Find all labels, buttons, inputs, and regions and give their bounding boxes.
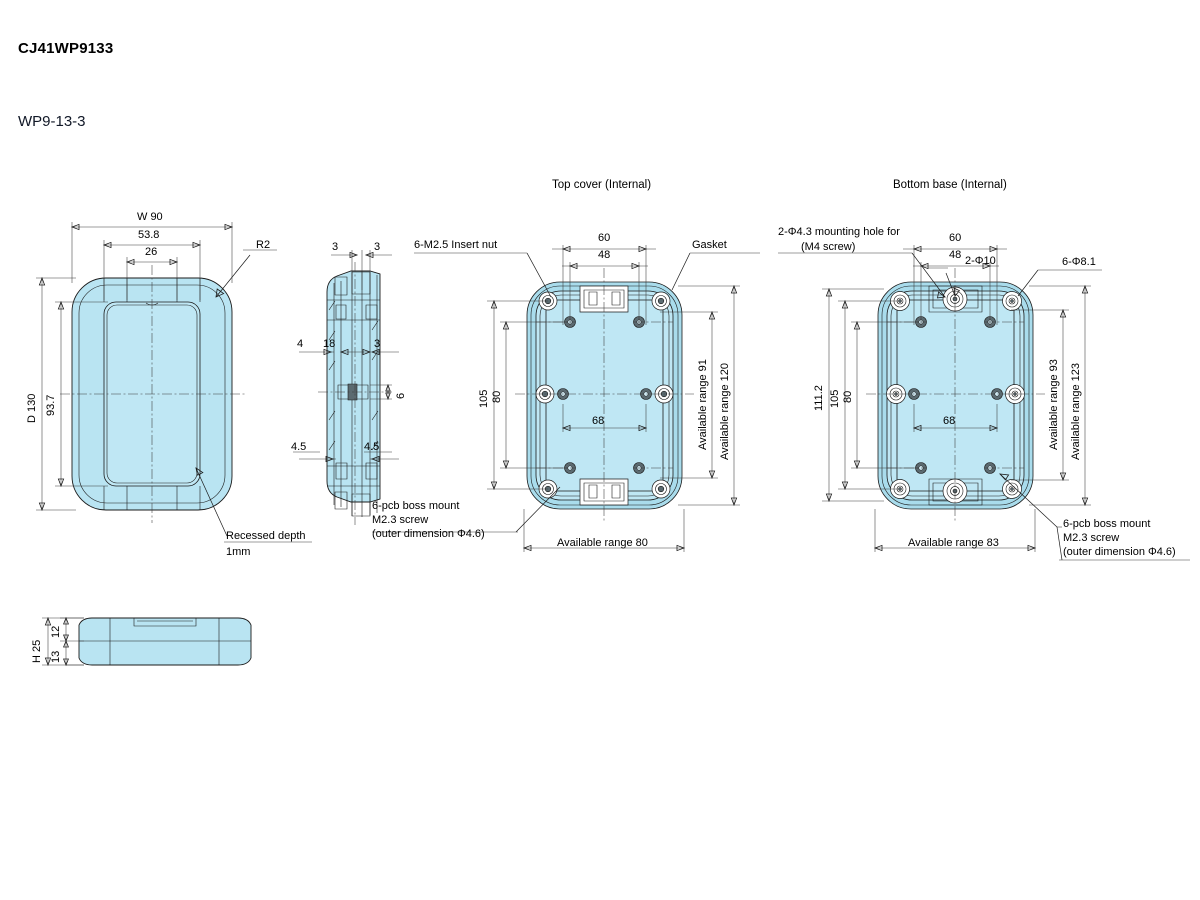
- section-view-geometry: [293, 250, 399, 525]
- dim-front-width-overall: W 90: [137, 211, 163, 223]
- callout-gasket: Gasket: [692, 239, 727, 251]
- dim-bottombase-111-2: 111.2: [813, 385, 825, 411]
- dim-topcover-48: 48: [598, 249, 611, 261]
- dim-topcover-68: 68: [592, 415, 605, 427]
- top-cover-view-title: Top cover (Internal): [552, 179, 652, 191]
- callout-bottombase-boss-line3: (outer dimension Φ4.6): [1063, 546, 1176, 558]
- model-label: WP9-13-3: [18, 113, 86, 130]
- callout-bottombase-boss-line1: 6-pcb boss mount: [1063, 518, 1151, 530]
- dim-topcover-range-80: Available range 80: [557, 537, 648, 549]
- callout-phi81: 6-Φ8.1: [1062, 256, 1096, 268]
- dim-section-top-left: 3: [332, 241, 339, 253]
- dim-section-top-right: 3: [374, 241, 381, 253]
- dim-bottombase-68: 68: [943, 415, 956, 427]
- dim-topcover-range-91: Available range 91: [697, 359, 709, 450]
- top-cover-geometry: [372, 245, 760, 552]
- front-view-geometry: [36, 222, 312, 543]
- dim-section-mid-right: 3: [374, 338, 381, 350]
- dim-bottombase-105: 105: [829, 389, 841, 408]
- bottom-base-view-title: Bottom base (Internal): [893, 179, 1007, 191]
- dim-bottombase-48: 48: [949, 249, 962, 261]
- dim-elevation-upper: 12: [50, 625, 62, 638]
- dim-section-low-right: 4.5: [364, 441, 380, 453]
- callout-mounting-hole-line1: 2-Φ4.3 mounting hole for: [778, 226, 900, 238]
- callout-bottombase-boss-line2: M2.3 screw: [1063, 532, 1120, 544]
- bottom-base-geometry: [778, 245, 1190, 561]
- dim-section-mid-left-outer: 4: [297, 338, 304, 350]
- dim-elevation-height: H 25: [31, 639, 43, 663]
- elevation-view-geometry: [42, 616, 252, 667]
- dim-topcover-105: 105: [478, 389, 490, 408]
- dim-front-width-inner: 26: [145, 246, 158, 258]
- dim-bottombase-range-83: Available range 83: [908, 537, 999, 549]
- callout-topcover-boss-line1: 6-pcb boss mount: [372, 500, 460, 512]
- dim-bottombase-range-123: Available range 123: [1070, 362, 1082, 460]
- dim-front-width-mid: 53.8: [138, 229, 160, 241]
- callout-topcover-boss-line2: M2.3 screw: [372, 514, 429, 526]
- dim-front-depth-inner: 93.7: [45, 394, 57, 416]
- dim-topcover-60: 60: [598, 232, 611, 244]
- dim-elevation-lower: 13: [50, 650, 62, 663]
- page-title: CJ41WP9133: [18, 40, 114, 57]
- dim-bottombase-range-93: Available range 93: [1048, 359, 1060, 450]
- callout-insert-nut: 6-M2.5 Insert nut: [414, 239, 498, 251]
- callout-mounting-hole-line2: (M4 screw): [801, 241, 856, 253]
- dim-section-low-left: 4.5: [291, 441, 307, 453]
- note-recessed-depth-line1: Recessed depth: [226, 530, 306, 542]
- dim-topcover-80: 80: [491, 390, 503, 403]
- dim-front-depth-overall: D 130: [26, 393, 38, 423]
- callout-phi10: 2-Φ10: [965, 255, 996, 267]
- dim-bottombase-80: 80: [842, 390, 854, 403]
- dim-bottombase-60: 60: [949, 232, 962, 244]
- callout-topcover-boss-line3: (outer dimension Φ4.6): [372, 528, 485, 540]
- dim-topcover-range-120: Available range 120: [719, 362, 731, 460]
- dim-front-radius: R2: [256, 239, 271, 251]
- dim-section-mid-left-inner: 18: [323, 338, 336, 350]
- dim-section-center-gap: 6: [395, 392, 407, 399]
- note-recessed-depth-line2: 1mm: [226, 546, 251, 558]
